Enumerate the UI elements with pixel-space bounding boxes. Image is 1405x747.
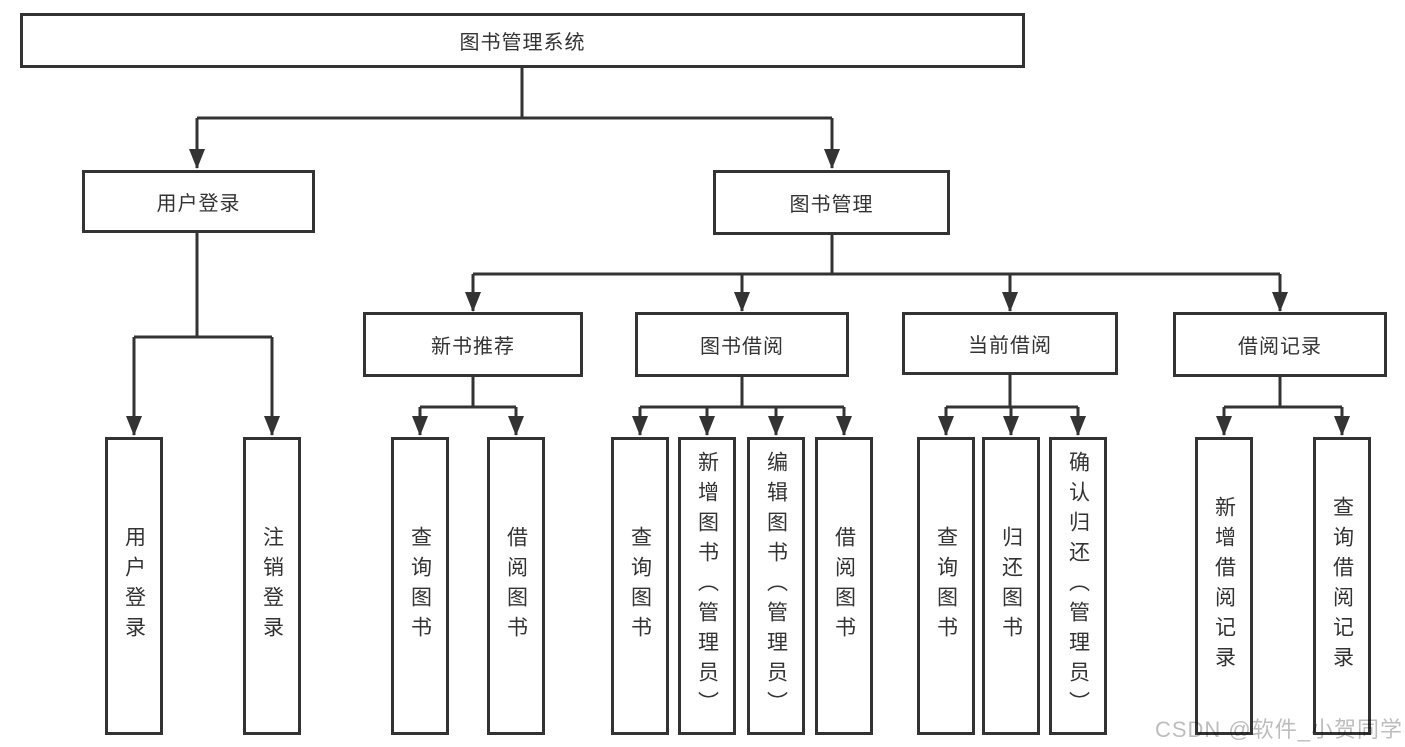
leaf-logout: 注销登录 bbox=[243, 437, 301, 735]
leaf-return-book: 归还图书 bbox=[982, 437, 1040, 735]
node-new-book-recommend-label: 新书推荐 bbox=[431, 336, 515, 358]
node-current-borrow: 当前借阅 bbox=[902, 312, 1118, 375]
leaf-borrow-book: 借阅图书 bbox=[815, 437, 873, 735]
leaf-add-borrow-record: 新增借阅记录 bbox=[1195, 437, 1253, 735]
leaf-query-book: 查询图书 bbox=[391, 437, 449, 735]
leaf-query-book-label: 查询图书 bbox=[408, 526, 432, 646]
leaf-borrow-book: 借阅图书 bbox=[487, 437, 545, 735]
leaf-add-book-admin-label: 新增图书（管理员） bbox=[695, 451, 719, 721]
leaf-query-book-label: 查询图书 bbox=[934, 526, 958, 646]
node-current-borrow-label: 当前借阅 bbox=[968, 335, 1052, 357]
leaf-logout-label: 注销登录 bbox=[260, 526, 284, 646]
leaf-borrow-book-label: 借阅图书 bbox=[504, 526, 528, 646]
leaf-confirm-return-admin-label: 确认归还（管理员） bbox=[1066, 451, 1090, 721]
csdn-watermark: CSDN @软件_小贺同学 bbox=[1154, 717, 1403, 742]
leaf-query-borrow-record: 查询借阅记录 bbox=[1313, 437, 1371, 735]
node-book-borrow: 图书借阅 bbox=[635, 312, 849, 377]
node-new-book-recommend: 新书推荐 bbox=[363, 312, 583, 377]
leaf-user-login-label: 用户登录 bbox=[122, 526, 146, 646]
leaf-return-book-label: 归还图书 bbox=[999, 526, 1023, 646]
root-node-library-system: 图书管理系统 bbox=[20, 13, 1025, 68]
node-borrow-records: 借阅记录 bbox=[1173, 312, 1387, 377]
node-borrow-records-label: 借阅记录 bbox=[1238, 336, 1322, 358]
leaf-query-book: 查询图书 bbox=[917, 437, 975, 735]
leaf-query-borrow-record-label: 查询借阅记录 bbox=[1330, 496, 1354, 676]
leaf-query-book: 查询图书 bbox=[611, 437, 669, 735]
leaf-confirm-return-admin: 确认归还（管理员） bbox=[1049, 437, 1107, 735]
leaf-edit-book-admin-label: 编辑图书（管理员） bbox=[764, 451, 788, 721]
leaf-add-book-admin: 新增图书（管理员） bbox=[678, 437, 736, 735]
leaf-borrow-book-label: 借阅图书 bbox=[832, 526, 856, 646]
leaf-user-login: 用户登录 bbox=[105, 437, 163, 735]
leaf-query-book-label: 查询图书 bbox=[628, 526, 652, 646]
node-book-management-label: 图书管理 bbox=[789, 194, 874, 216]
node-user-login: 用户登录 bbox=[82, 170, 315, 233]
leaf-add-borrow-record-label: 新增借阅记录 bbox=[1212, 496, 1236, 676]
node-book-borrow-label: 图书借阅 bbox=[700, 336, 784, 358]
root-node-label: 图书管理系统 bbox=[459, 32, 586, 54]
leaf-edit-book-admin: 编辑图书（管理员） bbox=[747, 437, 805, 735]
node-user-login-label: 用户登录 bbox=[156, 193, 241, 215]
node-book-management: 图书管理 bbox=[713, 170, 950, 235]
